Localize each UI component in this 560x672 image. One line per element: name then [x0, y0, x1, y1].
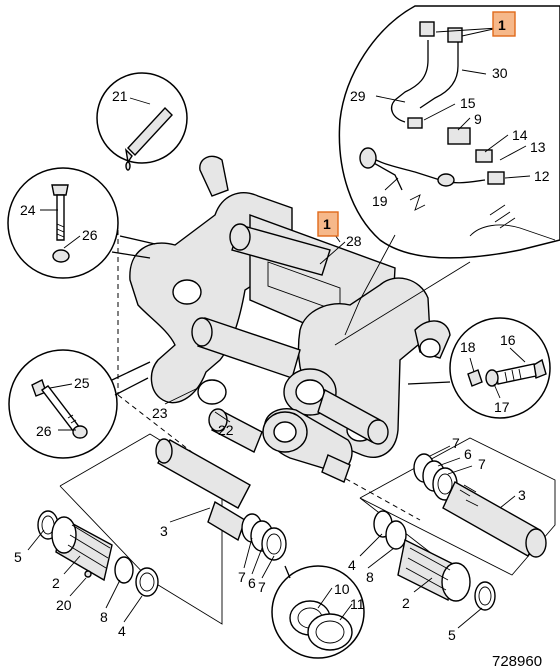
reference-badge-main	[317, 211, 339, 237]
callout-30: 30	[492, 65, 508, 81]
figure-number: 728960	[492, 653, 542, 670]
washer-detail-view	[271, 565, 365, 659]
callout-26-lower: 26	[36, 423, 52, 439]
callout-29: 29	[350, 88, 366, 104]
hydraulic-detail-view	[334, 5, 560, 346]
callout-16: 16	[500, 332, 516, 348]
callout-26-upper: 26	[82, 227, 98, 243]
callout-7-right-b: 7	[478, 456, 486, 472]
callout-7-left-b: 7	[258, 579, 266, 595]
callout-14: 14	[512, 127, 528, 143]
callout-3-right: 3	[518, 487, 526, 503]
callout-7-left-a: 7	[238, 569, 246, 585]
callout-5-right: 5	[448, 627, 456, 643]
bolt-detail-upper-view	[7, 167, 156, 279]
callout-28: 28	[346, 233, 362, 249]
callout-5-left: 5	[14, 549, 22, 565]
callout-22: 22	[218, 422, 234, 438]
lower-left-parts-group	[37, 433, 287, 625]
callout-24: 24	[20, 202, 36, 218]
callout-7-right-a: 7	[452, 435, 460, 451]
callout-2-right: 2	[402, 595, 410, 611]
callout-12: 12	[534, 168, 550, 184]
callout-13: 13	[530, 139, 546, 155]
callout-19: 19	[372, 193, 388, 209]
callout-18: 18	[460, 339, 476, 355]
reference-badge-top-label: 1	[498, 17, 506, 33]
callout-9: 9	[474, 111, 482, 127]
bolt-detail-lower-view	[8, 349, 151, 459]
callout-4-right: 4	[348, 557, 356, 573]
callout-10: 10	[334, 581, 350, 597]
callout-15: 15	[460, 95, 476, 111]
callout-8-left: 8	[100, 609, 108, 625]
pin-detail-right-view	[407, 317, 551, 419]
callout-25: 25	[74, 375, 90, 391]
callout-20: 20	[56, 597, 72, 613]
callout-6-right: 6	[464, 446, 472, 462]
callout-23: 23	[152, 405, 168, 421]
reference-badge-main-label: 1	[323, 216, 331, 232]
callout-4-left: 4	[118, 623, 126, 639]
callout-6-left: 6	[248, 575, 256, 591]
adhesive-detail-view	[96, 72, 188, 171]
lower-right-parts-group	[359, 437, 556, 611]
reference-badge-top	[492, 11, 516, 37]
main-bracket-assembly	[117, 155, 451, 521]
callout-2-left: 2	[52, 575, 60, 591]
callout-3-left: 3	[160, 523, 168, 539]
callout-8-right: 8	[366, 569, 374, 585]
callout-11: 11	[350, 596, 365, 612]
callout-17: 17	[494, 399, 510, 415]
callout-21: 21	[112, 88, 128, 104]
